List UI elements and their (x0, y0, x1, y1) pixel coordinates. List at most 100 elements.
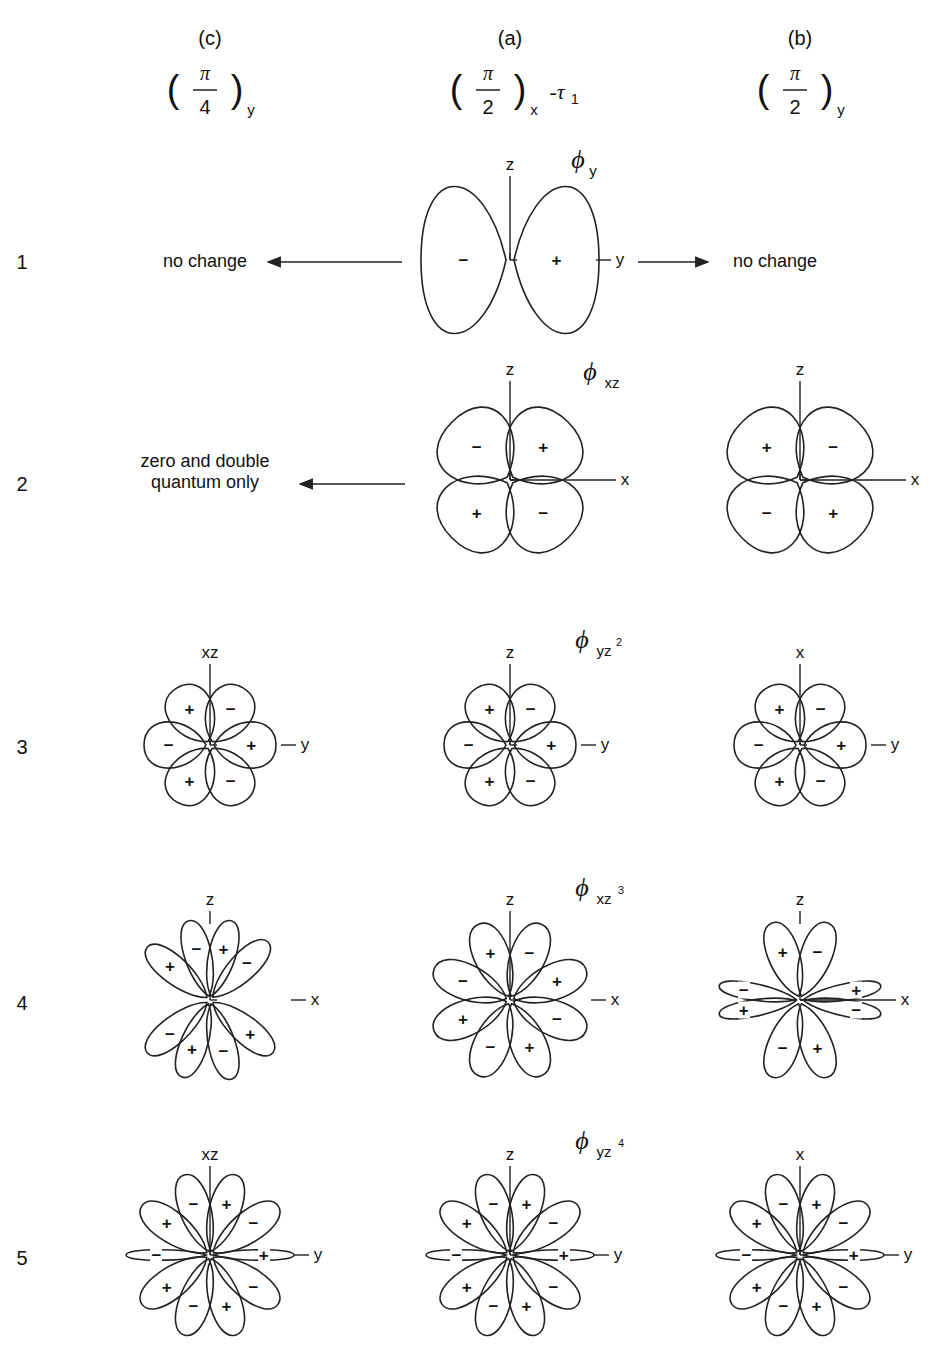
orbital-lobe (198, 917, 245, 999)
lobe-sign: + (850, 982, 862, 999)
axis-label: z (506, 891, 515, 910)
function-power: 3 (618, 884, 624, 896)
function-index: yz (597, 1144, 612, 1161)
pulse-bracket: ) (821, 69, 834, 111)
orbital-lobe (718, 992, 798, 1022)
axis-label: z (796, 361, 805, 380)
lobe-sign: + (751, 1278, 763, 1295)
lobe-sign: + (811, 1039, 823, 1056)
orbital-lobe (427, 952, 513, 1015)
orbital-lobe (462, 997, 525, 1083)
axis-line (800, 479, 807, 480)
axis-label: z (506, 1146, 515, 1165)
orbital-lobe (495, 917, 558, 1003)
axis-label: z (206, 891, 215, 910)
lobe-sign: − (525, 701, 537, 718)
lobe-sign: + (811, 1297, 823, 1314)
function-label: ϕ (575, 1127, 588, 1156)
axis-line (800, 999, 896, 1000)
arrow (638, 261, 708, 263)
fraction-bar (193, 89, 217, 91)
lobe-sign: − (458, 252, 470, 269)
axis-label: y (616, 251, 625, 270)
function-index: yz (597, 643, 612, 660)
orbital-lobe (775, 455, 887, 567)
arrow (300, 483, 405, 485)
function-index: xz (597, 891, 612, 908)
lobe-sign: − (463, 737, 475, 754)
orbital-lobe (786, 1254, 841, 1340)
lobe-sign: − (777, 1297, 789, 1314)
orbital-lobe (204, 1245, 287, 1318)
orbital-lobe (169, 1170, 224, 1256)
axis-line (510, 999, 517, 1000)
orbital-lobe (804, 1250, 884, 1261)
lobe-sign: − (457, 972, 469, 989)
orbital-lobe (157, 676, 228, 753)
lobe-sign: − (471, 438, 483, 455)
lobe-sign: + (221, 1196, 233, 1213)
orbital-lobe (204, 1193, 287, 1266)
row-number: 5 (16, 1247, 27, 1269)
function-power: 2 (616, 636, 622, 648)
lobe-sign: + (183, 701, 195, 718)
lobe-sign: − (547, 1278, 559, 1295)
orbital-lobe (196, 1254, 251, 1340)
axis-label: z (506, 644, 515, 663)
axis-line (799, 993, 800, 1000)
lobe-sign: + (461, 1215, 473, 1232)
lobe-sign: + (521, 1196, 533, 1213)
axis-line (209, 1166, 210, 1255)
lobe-sign: + (521, 1297, 533, 1314)
axis-line (800, 744, 807, 745)
axis-line (209, 911, 210, 924)
lobe-sign: − (811, 944, 823, 961)
lobe-group (126, 186, 886, 1339)
axis-line (800, 479, 906, 480)
lobe-sign: − (850, 1001, 862, 1018)
axis-line (291, 999, 306, 1000)
pulse-axis: y (247, 102, 255, 119)
lobe-sign: − (523, 945, 535, 962)
pulse-angle: π (483, 62, 493, 84)
arrow (268, 261, 402, 263)
lobe-sign: + (258, 1247, 270, 1264)
lobe-sign: + (457, 1011, 469, 1028)
axis-label: y (601, 736, 610, 755)
arrows (268, 262, 708, 484)
lobe-sign: − (487, 1297, 499, 1314)
lobe-sign: + (835, 737, 847, 754)
lobe-sign: − (740, 1247, 752, 1264)
result-note: no change (733, 252, 817, 272)
axis-line (210, 999, 217, 1000)
orbital-lobe (138, 937, 215, 1008)
axis-line (209, 1248, 210, 1255)
orbital-lobe (716, 1250, 796, 1261)
lobe-sign: − (537, 505, 549, 522)
pulse-axis: x (530, 102, 538, 119)
axis-line (510, 479, 616, 480)
axis-line (799, 473, 800, 480)
pulse-bracket: ) (231, 69, 244, 111)
axis-line (510, 259, 517, 260)
orbital-lobe (775, 394, 887, 506)
function-label: ϕ (575, 626, 588, 655)
axis-line (510, 744, 517, 745)
lobe-sign: − (187, 1196, 199, 1213)
axis-line (510, 479, 517, 480)
orbital-lobe (203, 932, 277, 1006)
orbital-lobe (485, 394, 597, 506)
lobe-sign: − (837, 1278, 849, 1295)
lobe-sign: − (218, 1042, 230, 1059)
orbital-lobe (495, 997, 558, 1083)
pulse-angle: π (790, 62, 800, 84)
lobe-sign: + (461, 1278, 473, 1295)
orbital-lobe (126, 1250, 206, 1261)
lobe-sign: + (161, 1215, 173, 1232)
pulse-bracket: ( (757, 69, 770, 111)
orbital-lobe (496, 1254, 551, 1340)
result-note: no change (163, 252, 247, 272)
axis-line (294, 1254, 309, 1255)
pulse-angle: 2 (789, 96, 800, 118)
lobe-sign: − (827, 438, 839, 455)
